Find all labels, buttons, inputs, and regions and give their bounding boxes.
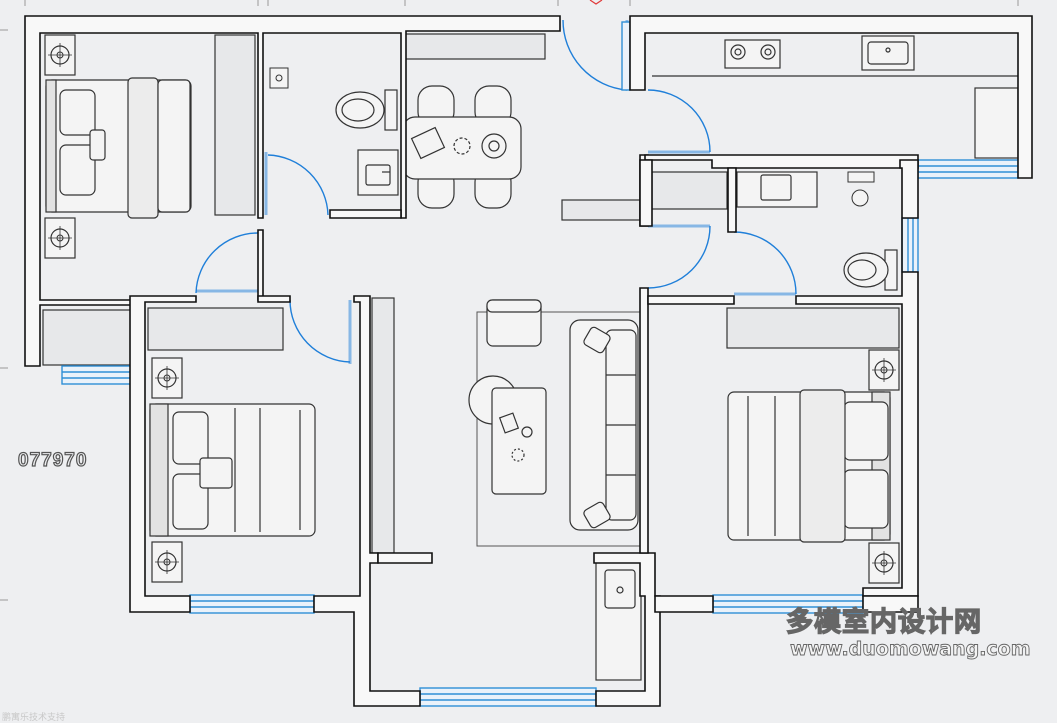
coffee-table-icon	[468, 375, 547, 495]
bedside-lamp-icon	[44, 217, 76, 259]
bedside-lamp-icon	[44, 34, 76, 76]
washbasin-icon	[357, 149, 399, 196]
dining-table-icon	[402, 85, 522, 209]
double-bed-icon	[149, 403, 316, 537]
toilet-icon	[335, 89, 398, 131]
kitchen-sink-icon	[861, 35, 915, 71]
walls	[24, 15, 1033, 707]
bedside-lamp-icon	[868, 542, 900, 584]
toilet-icon	[843, 249, 898, 291]
north-marker-icon	[589, 0, 603, 5]
armchair-icon	[486, 299, 542, 347]
bedside-lamp-icon	[868, 349, 900, 391]
wardrobes	[42, 33, 900, 554]
watermark-url: www.duomowang.com	[790, 638, 1031, 661]
dimension-ticks	[0, 0, 1019, 601]
kitchen-counter	[652, 75, 1019, 159]
shower-icon	[269, 67, 289, 89]
shower-icon	[847, 171, 875, 207]
plan-code: 077970	[17, 449, 88, 471]
bedside-lamp-icon	[151, 541, 183, 583]
double-bed-icon	[727, 389, 891, 543]
washbasin-icon	[736, 171, 818, 208]
double-bed-icon	[45, 77, 192, 219]
washing-machine-icon	[595, 559, 642, 681]
gas-stove-icon	[724, 39, 781, 69]
sofa-icon	[569, 319, 639, 531]
footer-note: 鹏寓乐技术支持	[2, 713, 66, 723]
watermark-cn: 多模室内设计网	[785, 606, 982, 638]
bedside-lamp-icon	[151, 357, 183, 399]
